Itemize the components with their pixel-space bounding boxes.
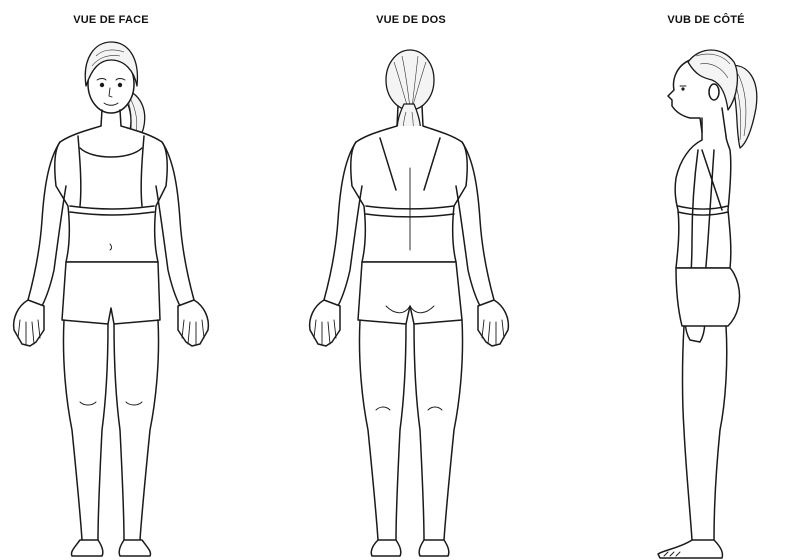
back-view-figure <box>310 50 509 556</box>
front-view-figure <box>14 42 209 556</box>
side-view-figure <box>658 50 757 558</box>
